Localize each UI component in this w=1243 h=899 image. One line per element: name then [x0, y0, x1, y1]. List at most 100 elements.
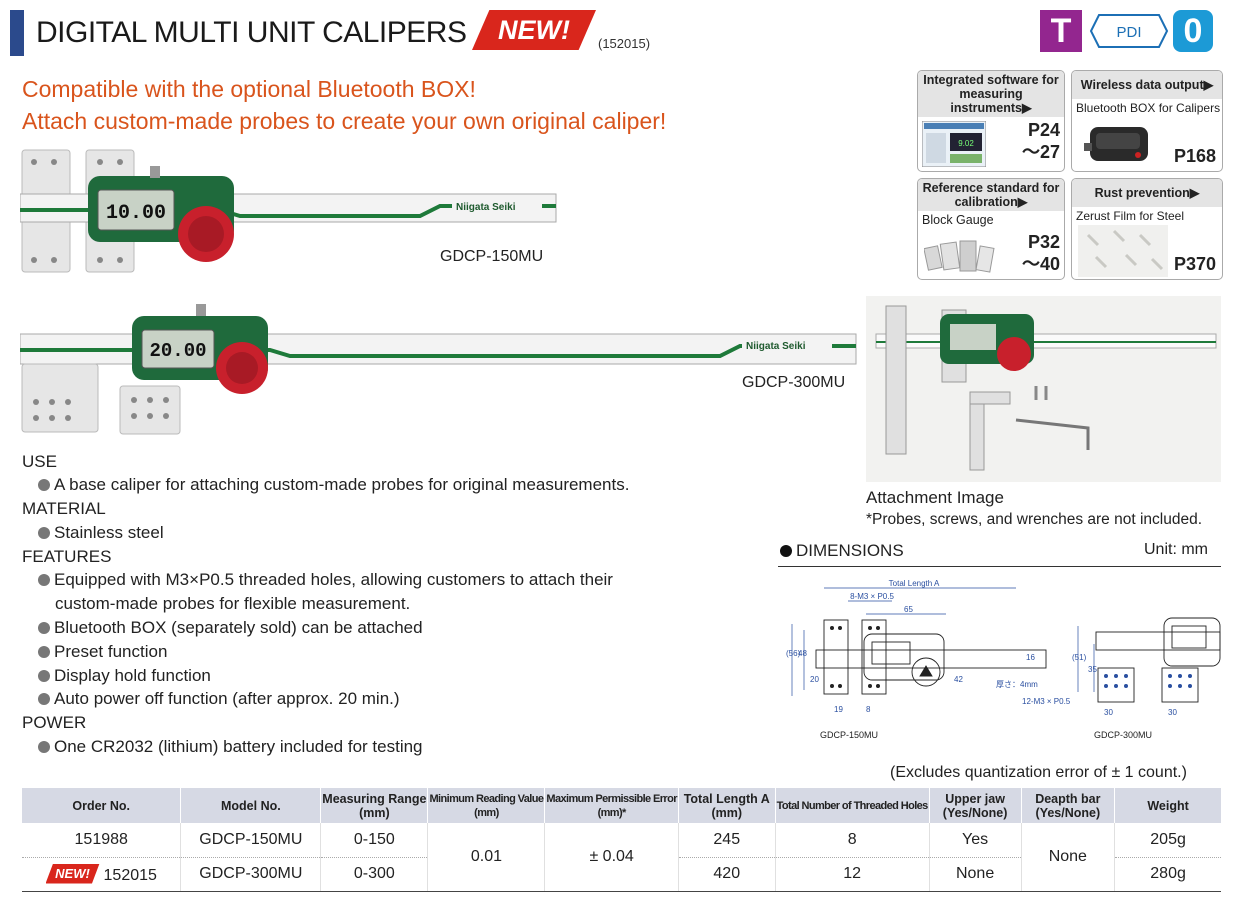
svg-text:厚さ：4mm: 厚さ：4mm: [996, 680, 1038, 689]
dimensions-heading: DIMENSIONS: [780, 541, 904, 561]
info-box-bluetooth[interactable]: Wireless data output▶ Bluetooth BOX for …: [1071, 70, 1223, 172]
quantization-note: (Excludes quantization error of ± 1 coun…: [890, 764, 1187, 781]
col-threaded-holes: Total Number of Threaded Holes: [774, 788, 930, 823]
block-gauge-icon: [924, 240, 995, 273]
brand-text: Niigata Seiki: [746, 341, 806, 352]
cell-jaw: Yes: [928, 823, 1022, 858]
cell-weight: 280g: [1114, 857, 1221, 892]
feature-item-text: Bluetooth BOX (separately sold) can be a…: [54, 618, 423, 637]
info-box-page: P168: [1173, 146, 1216, 166]
cell-order: 151988: [22, 823, 181, 858]
pdi-logo-icon: PDI: [1089, 14, 1169, 48]
table-row: 151988 GDCP-150MU 0-150 0.01 ± 0.04 245 …: [22, 823, 1221, 892]
t-logo-icon: T: [1040, 10, 1082, 52]
material-item: Stainless steel: [38, 523, 164, 543]
cell-model: GDCP-150MU: [180, 823, 321, 858]
feature-item-text: Preset function: [54, 642, 168, 661]
info-box-subtitle: Block Gauge: [922, 213, 994, 227]
bluetooth-box-icon: [1084, 127, 1148, 161]
use-heading: USE: [22, 452, 57, 471]
feature-item: Bluetooth BOX (separately sold) can be a…: [38, 618, 423, 638]
svg-text:19: 19: [834, 705, 843, 714]
table-row: NEW!152015 GDCP-300MU 0-300 420 12 None …: [22, 857, 1221, 892]
zerust-film-icon: [1078, 225, 1168, 277]
feature-item: Auto power off function (after approx. 2…: [38, 689, 400, 709]
table-header-row: Order No. Model No. Measuring Range (mm)…: [22, 788, 1221, 823]
col-max-error: Maximum Permissible Error (mm)*: [544, 788, 679, 823]
cell-order: NEW!152015: [22, 857, 181, 892]
col-upper-jaw: Upper jaw (Yes/None): [928, 788, 1022, 823]
cell-range: 0-300: [320, 857, 428, 892]
dimensions-title: DIMENSIONS: [796, 541, 904, 560]
bullet-icon: [38, 670, 50, 682]
info-box-page: P370: [1173, 254, 1216, 274]
display-readout: 10.00: [106, 202, 166, 225]
feature-item: Preset function: [38, 642, 167, 662]
gdcp-300mu-label: GDCP-300MU: [742, 374, 846, 391]
new-badge: NEW!: [472, 10, 596, 50]
info-box-subtitle: Bluetooth BOX for Calipers: [1076, 101, 1221, 115]
total-length-label: Total Length A: [889, 579, 940, 588]
brand-text: Niigata Seiki: [456, 202, 516, 213]
cell-length: 420: [677, 857, 776, 892]
col-order-no: Order No.: [22, 788, 181, 823]
bullet-icon: [38, 574, 50, 586]
feature-item-continued: custom-made probes for flexible measurem…: [55, 594, 411, 613]
svg-text:30: 30: [1104, 708, 1113, 717]
col-weight: Weight: [1114, 788, 1221, 823]
new-badge-small: NEW!: [45, 863, 100, 884]
bullet-icon: [780, 545, 792, 557]
gdcp-150mu-image: Niigata Seiki 10.00: [20, 149, 557, 273]
svg-text:16: 16: [1026, 653, 1035, 662]
cell-holes: 8: [774, 823, 930, 858]
info-box-sk-log[interactable]: Integrated software for measuring instru…: [917, 70, 1065, 172]
info-box-title: Rust prevention▶: [1072, 179, 1222, 207]
svg-text:42: 42: [954, 675, 963, 684]
cell-range: 0-150: [320, 823, 428, 858]
bullet-icon: [38, 479, 50, 491]
feature-item: Display hold function: [38, 666, 211, 686]
col-depth-bar: Deapth bar (Yes/None): [1020, 788, 1115, 823]
feature-item-text: Equipped with M3×P0.5 threaded holes, al…: [54, 570, 613, 589]
info-box-page: P32 ～40: [1021, 232, 1060, 274]
power-item-text: One CR2032 (lithium) battery included fo…: [54, 737, 423, 756]
svg-text:48: 48: [798, 649, 807, 658]
cell-length: 245: [677, 823, 776, 858]
pdi-logo-text: PDI: [1116, 24, 1141, 41]
svg-text:9.02: 9.02: [958, 139, 974, 148]
info-box-title: Reference standard for calibration▶: [918, 179, 1064, 211]
info-box-title: Integrated software for measuring instru…: [918, 71, 1064, 117]
use-item: A base caliper for attaching custom-made…: [38, 475, 629, 495]
attachment-image: [866, 296, 1221, 482]
attachment-caption: Attachment Image: [866, 488, 1004, 507]
col-model-no: Model No.: [180, 788, 321, 823]
spec-table: Order No. Model No. Measuring Range (mm)…: [22, 788, 1221, 892]
cell-order-text: 152015: [103, 866, 157, 884]
thread-300-label: 12-M3 × P0.5: [1022, 697, 1071, 706]
cell-min-reading: 0.01: [427, 823, 545, 892]
info-box-block-gauge[interactable]: Reference standard for calibration▶ Bloc…: [917, 178, 1065, 280]
cell-holes: 12: [774, 857, 930, 892]
thread-150-label: 8-M3 × P0.5: [850, 592, 894, 601]
display-readout: 20.00: [149, 340, 206, 362]
power-item: One CR2032 (lithium) battery included fo…: [38, 737, 423, 757]
info-box-rust-prevention[interactable]: Rust prevention▶ Zerust Film for Steel P…: [1071, 178, 1223, 280]
svg-text:65: 65: [904, 605, 913, 614]
dimensions-rule: [778, 566, 1221, 567]
tagline-1: Compatible with the optional Bluetooth B…: [22, 76, 476, 102]
info-box-subtitle: Zerust Film for Steel: [1076, 209, 1185, 223]
cell-weight: 205g: [1114, 823, 1221, 858]
bullet-icon: [38, 646, 50, 658]
col-total-length: Total Length A (mm): [677, 788, 776, 823]
cell-model: GDCP-300MU: [180, 857, 321, 892]
gdcp-150mu-label: GDCP-150MU: [440, 248, 544, 265]
svg-text:8: 8: [866, 705, 871, 714]
zero-logo-icon: 0: [1173, 10, 1213, 52]
feature-item: Equipped with M3×P0.5 threaded holes, al…: [38, 570, 613, 590]
col-measuring-range: Measuring Range (mm): [320, 788, 428, 823]
software-screenshot-icon: 9.02: [922, 121, 986, 167]
bullet-icon: [38, 622, 50, 634]
cell-max-error: ± 0.04: [544, 823, 679, 892]
gdcp-300mu-image: Niigata Seiki 20.00: [20, 304, 857, 435]
svg-text:35: 35: [1088, 665, 1097, 674]
